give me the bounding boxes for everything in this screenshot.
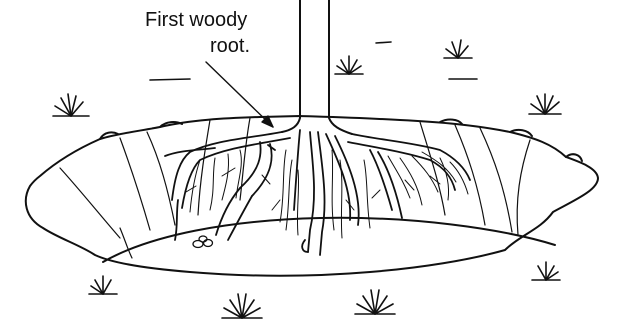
ground-mark <box>376 42 391 43</box>
tree-trunk <box>282 0 352 134</box>
grass-tuft-icon <box>89 276 117 294</box>
grass-tuft-icon <box>532 262 560 280</box>
grass-tuft-icon <box>529 94 561 114</box>
grass-tuft-icon <box>335 56 363 74</box>
annotation-line-1: First woody <box>145 9 247 31</box>
ground-mark <box>150 79 190 80</box>
grass-tuft-icon <box>53 94 89 116</box>
grass-tuft-icon <box>355 290 395 314</box>
annotation-line-2: root. <box>210 35 250 57</box>
grass-tuft-icon <box>222 294 262 318</box>
ground-marks <box>150 42 477 80</box>
grass-tuft-icon <box>444 40 472 58</box>
pit-outline <box>26 116 598 276</box>
